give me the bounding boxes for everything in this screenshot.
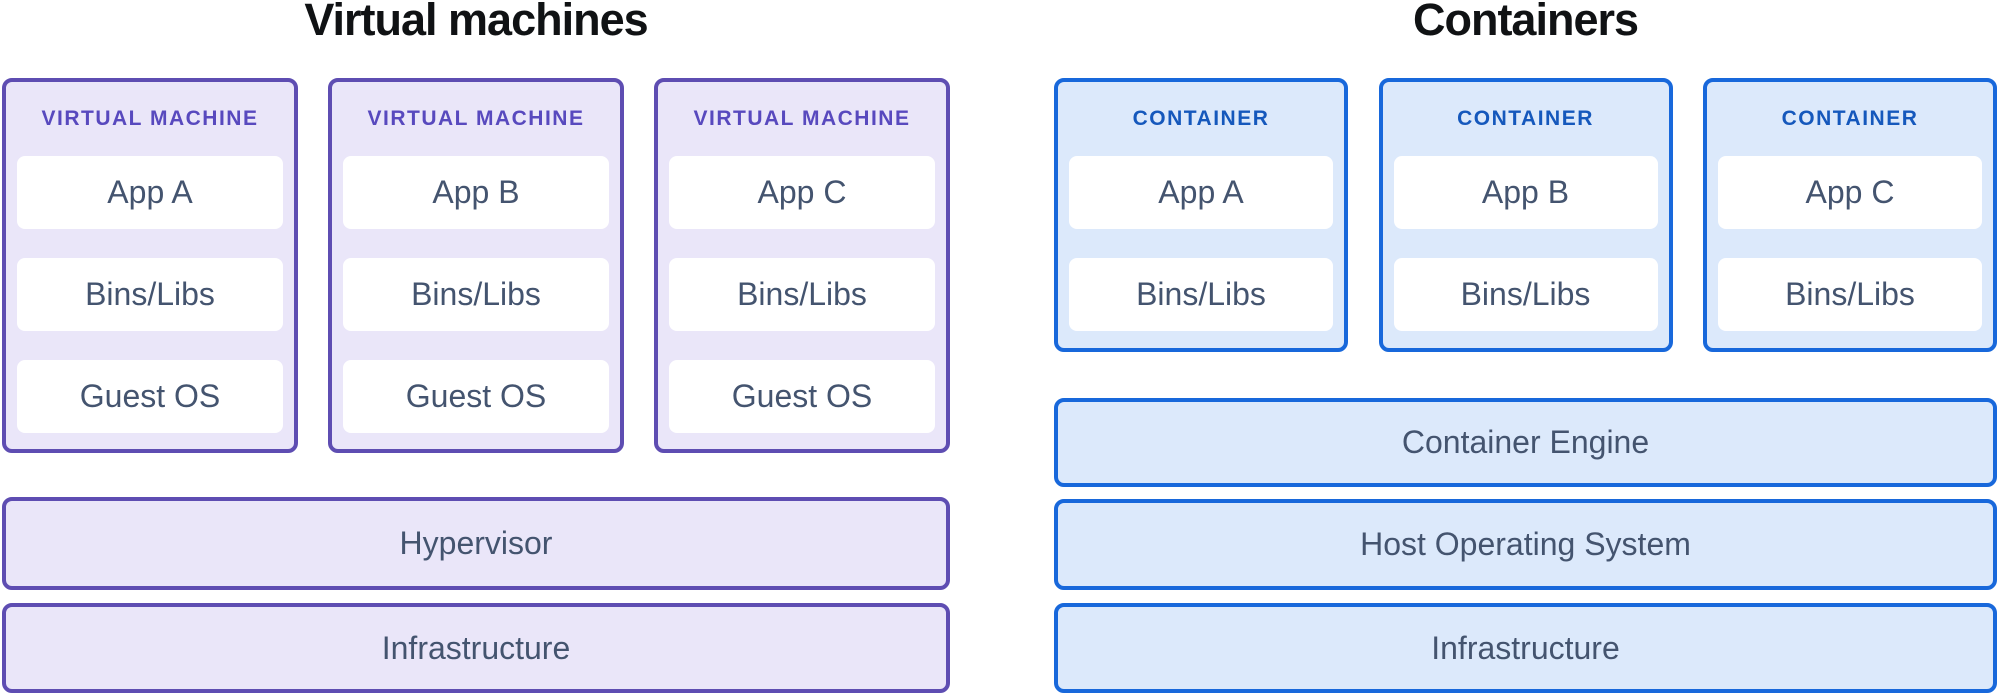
- vm-2-bins-libs-block: Bins/Libs: [343, 258, 609, 331]
- container-1-app-block: App A: [1069, 156, 1333, 229]
- hypervisor-bar: Hypervisor: [2, 497, 950, 590]
- vm-3-app-block: App C: [669, 156, 935, 229]
- container-columns: CONTAINER App A Bins/Libs CONTAINER App …: [1054, 78, 1997, 352]
- container-2-app-block: App B: [1393, 156, 1658, 229]
- container-1-bins-libs-block: Bins/Libs: [1069, 258, 1333, 331]
- vm-box-1-header: VIRTUAL MACHINE: [41, 107, 259, 130]
- vm-1-guest-os-block: Guest OS: [17, 360, 283, 433]
- container-2-bins-libs-block: Bins/Libs: [1393, 258, 1658, 331]
- vm-2-guest-os-block: Guest OS: [343, 360, 609, 433]
- vm-infrastructure-bar: Infrastructure: [2, 603, 950, 693]
- containers-title: Containers: [1412, 0, 1639, 45]
- vm-1-app-block: App A: [17, 156, 283, 229]
- container-box-2: CONTAINER App B Bins/Libs: [1378, 78, 1673, 352]
- container-box-1: CONTAINER App A Bins/Libs: [1054, 78, 1348, 352]
- vm-columns: VIRTUAL MACHINE App A Bins/Libs Guest OS…: [2, 78, 950, 453]
- container-3-bins-libs-block: Bins/Libs: [1718, 258, 1982, 331]
- vm-box-1: VIRTUAL MACHINE App A Bins/Libs Guest OS: [2, 78, 298, 453]
- vm-1-bins-libs-block: Bins/Libs: [17, 258, 283, 331]
- container-engine-bar: Container Engine: [1054, 398, 1997, 487]
- virtual-machines-title: Virtual machines: [304, 0, 648, 45]
- container-box-3: CONTAINER App C Bins/Libs: [1703, 78, 1997, 352]
- vm-3-bins-libs-block: Bins/Libs: [669, 258, 935, 331]
- vm-2-app-block: App B: [343, 156, 609, 229]
- vm-box-2-header: VIRTUAL MACHINE: [367, 107, 585, 130]
- container-3-app-block: App C: [1718, 156, 1982, 229]
- vm-box-3: VIRTUAL MACHINE App C Bins/Libs Guest OS: [654, 78, 950, 453]
- vm-3-guest-os-block: Guest OS: [669, 360, 935, 433]
- containers-infrastructure-bar: Infrastructure: [1054, 603, 1997, 693]
- vm-box-3-header: VIRTUAL MACHINE: [693, 107, 911, 130]
- host-operating-system-bar: Host Operating System: [1054, 499, 1997, 590]
- container-box-3-header: CONTAINER: [1781, 107, 1919, 130]
- container-box-1-header: CONTAINER: [1132, 107, 1270, 130]
- container-box-2-header: CONTAINER: [1457, 107, 1594, 130]
- vm-box-2: VIRTUAL MACHINE App B Bins/Libs Guest OS: [328, 78, 624, 453]
